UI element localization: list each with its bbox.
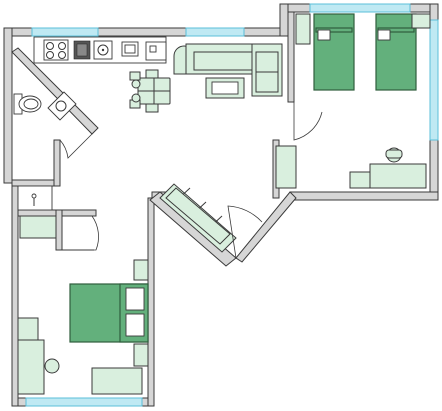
chair	[145, 103, 159, 113]
living-area	[173, 43, 283, 99]
nightstand	[295, 13, 311, 45]
bathroom-basin-icon	[47, 91, 77, 121]
corner-sofa	[185, 43, 283, 97]
corridor-door-icon	[227, 205, 263, 259]
desk-lower	[17, 339, 45, 395]
desk	[369, 163, 427, 189]
cabinet-tall	[275, 145, 297, 189]
desk-chair	[44, 358, 60, 374]
stove-icon	[43, 39, 69, 61]
wardrobe	[411, 13, 431, 29]
wardrobe	[19, 215, 57, 239]
bed-single-1	[313, 13, 355, 91]
bed-single-2	[375, 13, 417, 91]
drawer	[349, 171, 371, 189]
corridor-cabinets	[159, 183, 263, 259]
interior-walls	[11, 11, 297, 267]
dining-table	[129, 69, 171, 113]
window-bedroom-bottom	[25, 397, 143, 407]
bedroom-twin	[275, 13, 431, 189]
bedroom-twin-door-icon	[293, 102, 323, 141]
nightstand	[133, 259, 149, 281]
stool	[131, 79, 141, 89]
window-kitchen	[31, 27, 99, 37]
window-living	[185, 27, 245, 37]
bed-double	[69, 283, 149, 343]
window-bedroom-top	[309, 3, 411, 13]
oven-icon	[73, 40, 91, 60]
windows	[25, 3, 439, 407]
kitchen-sink-icon	[93, 40, 113, 60]
hall	[17, 185, 99, 251]
window-bedroom-right	[429, 19, 439, 141]
hall-door-icon	[60, 215, 99, 251]
bedroom-double	[17, 215, 149, 395]
bathroom-door-icon	[59, 133, 93, 159]
bench	[91, 367, 143, 395]
chair	[145, 69, 159, 79]
chair	[129, 71, 141, 81]
stool	[131, 93, 141, 103]
toilet-icon	[13, 93, 42, 115]
bathroom	[13, 91, 93, 159]
nightstand	[133, 343, 149, 367]
kitchen	[33, 36, 167, 64]
